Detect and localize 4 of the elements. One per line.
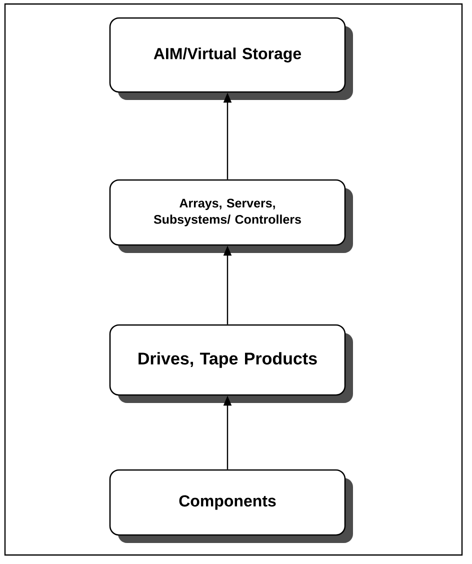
process-box: Drives, Tape Products (109, 324, 353, 403)
process-box: Arrays, Servers, Subsystems/ Controllers (109, 179, 353, 253)
process-box: Components (109, 469, 353, 543)
process-box: AIM/Virtual Storage (109, 17, 353, 100)
